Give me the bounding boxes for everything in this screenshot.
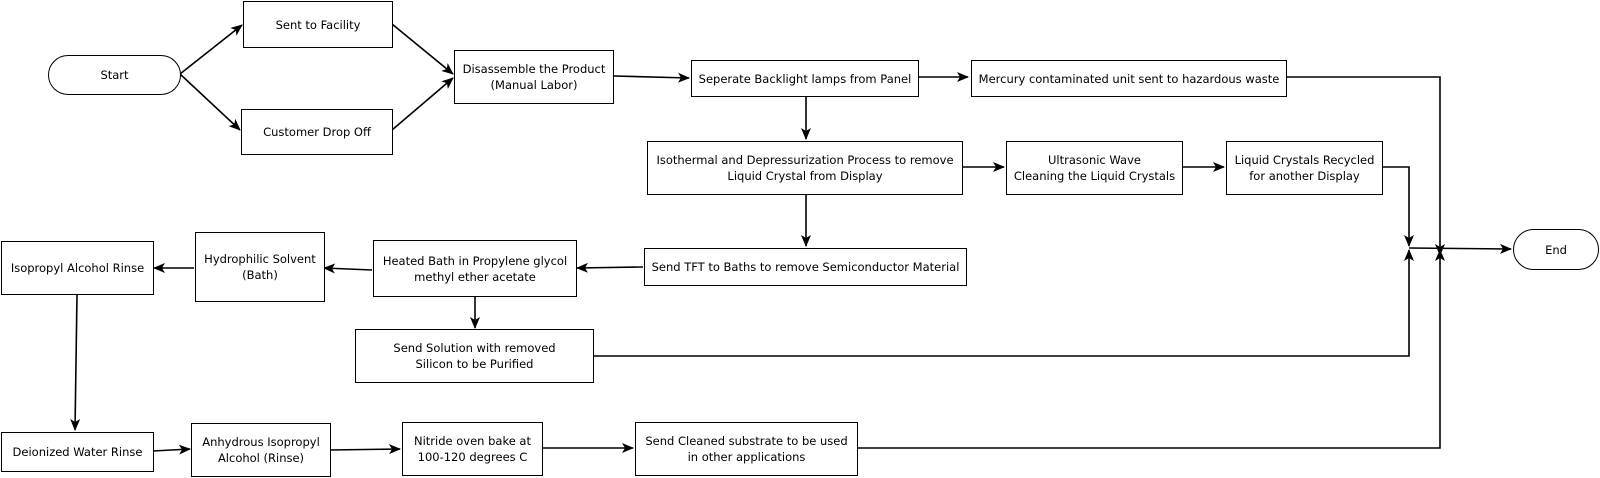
nitride-label: Nitride oven bake at 100-120 degrees C [413,434,531,464]
mercury-label: Mercury contaminated unit sent to hazard… [978,71,1280,86]
arrow-start-to-dropoff [179,73,241,131]
arrow-silicon-to-merge [594,249,1414,357]
arrow-tft-to-heated [576,262,644,273]
sent-to-facility-label: Sent to Facility [275,17,361,32]
hydrophilic-label: Hydrophilic Solvent (Bath) [204,252,316,282]
ultrasonic-label: Ultrasonic Wave Cleaning the Liquid Crys… [1013,153,1176,183]
sent-to-facility-box: Sent to Facility [243,1,393,48]
mercury-box: Mercury contaminated unit sent to hazard… [971,60,1287,97]
nitride-box: Nitride oven bake at 100-120 degrees C [402,422,543,476]
disassemble-label: Disassemble the Product (Manual Labor) [462,62,606,92]
customer-drop-off-box: Customer Drop Off [241,109,393,155]
arrow-disassemble-to-backlight [613,72,690,83]
customer-drop-off-label: Customer Drop Off [263,125,371,139]
start-terminal: Start [48,55,181,95]
send-tft-label: Send TFT to Baths to remove Semiconducto… [651,260,960,274]
arrow-deionized-to-anhydrous [152,444,191,455]
arrow-cleaned-to-merge [858,249,1445,449]
isothermal-label: Isothermal and Depressurization Process … [656,153,954,183]
arrow-heated-to-hydrophilic [323,263,373,274]
arrow-recycled-to-merge [1383,166,1414,247]
arrow-start-to-facility [179,24,243,75]
cleaned-substrate-box: Send Cleaned substrate to be used in oth… [635,422,858,476]
end-terminal: End [1513,229,1599,270]
ultrasonic-box: Ultrasonic Wave Cleaning the Liquid Crys… [1006,141,1183,195]
arrow-facility-to-disassemble [391,23,454,75]
arrow-merge-to-end [1408,243,1512,254]
start-label: Start [100,68,129,82]
send-tft-box: Send TFT to Baths to remove Semiconducto… [644,248,967,286]
end-label: End [1545,242,1567,257]
arrow-dropoff-to-disassemble [391,77,454,131]
isothermal-box: Isothermal and Depressurization Process … [647,141,963,195]
heated-bath-label: Heated Bath in Propylene glycol methyl e… [382,253,568,284]
silicon-box: Send Solution with removed Silicon to be… [355,329,594,383]
hydrophilic-box: Hydrophilic Solvent (Bath) [195,232,325,302]
anhydrous-label: Anhydrous Isopropyl Alcohol (Rinse) [202,435,320,465]
anhydrous-box: Anhydrous Isopropyl Alcohol (Rinse) [191,423,331,477]
ipa-rinse-box: Isopropyl Alcohol Rinse [1,241,154,295]
silicon-label: Send Solution with removed Silicon to be… [393,341,556,371]
arrow-mercury-to-merge [1287,76,1445,256]
disassemble-box: Disassemble the Product (Manual Labor) [454,50,614,104]
separate-backlight-box: Seperate Backlight lamps from Panel [691,60,919,97]
lc-recycled-label: Liquid Crystals Recycled for another Dis… [1234,153,1375,183]
deionized-box: Deionized Water Rinse [1,432,154,472]
heated-bath-box: Heated Bath in Propylene glycol methyl e… [373,240,577,297]
cleaned-substrate-label: Send Cleaned substrate to be used in oth… [645,434,848,464]
ipa-rinse-label: Isopropyl Alcohol Rinse [10,261,145,275]
arrow-anhydrous-to-nitride [329,444,401,455]
deionized-label: Deionized Water Rinse [12,445,143,459]
arrow-ipa-to-deionized [70,294,81,431]
lc-recycled-box: Liquid Crystals Recycled for another Dis… [1226,141,1383,195]
separate-backlight-label: Seperate Backlight lamps from Panel [698,71,912,86]
